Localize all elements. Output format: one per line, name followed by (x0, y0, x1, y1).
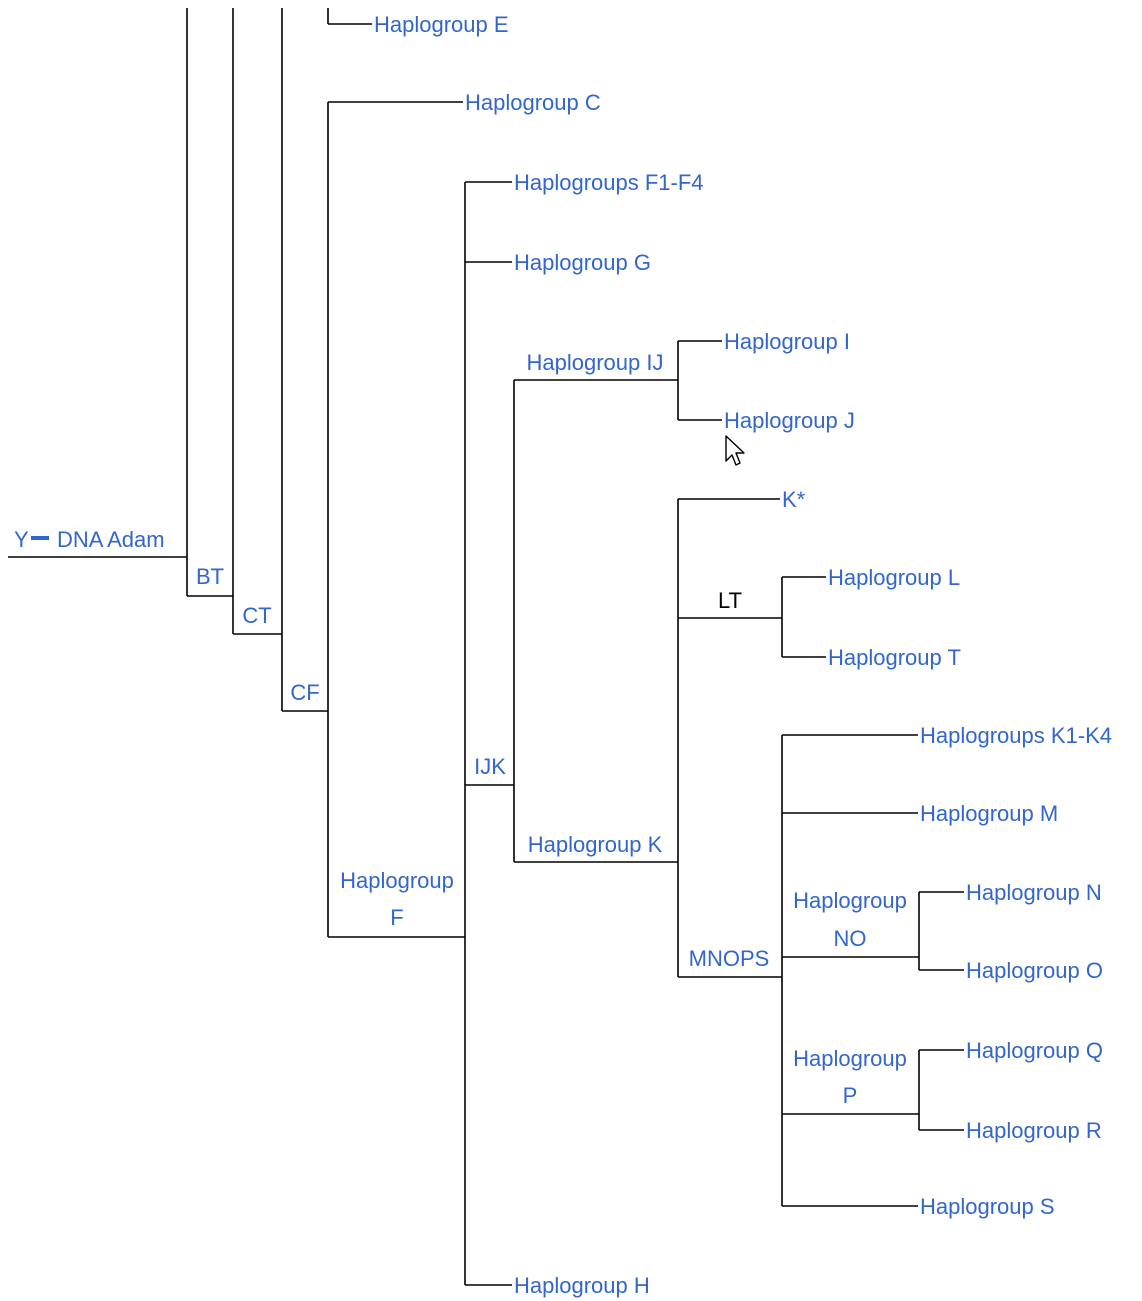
leaf-label-i[interactable]: Haplogroup I (724, 329, 850, 354)
node-label-cf[interactable]: CF (290, 680, 319, 705)
node-label-k[interactable]: Haplogroup K (528, 832, 663, 857)
leaf-label-g[interactable]: Haplogroup G (514, 250, 651, 275)
node-label-f-line2[interactable]: F (390, 905, 403, 930)
node-label-mnops[interactable]: MNOPS (689, 946, 770, 971)
node-label-ijk[interactable]: IJK (474, 754, 506, 779)
node-label-f-line1[interactable]: Haplogroup (340, 868, 454, 893)
node-label-ij[interactable]: Haplogroup IJ (527, 350, 664, 375)
tree-edges (8, 8, 964, 1286)
leaf-label-n[interactable]: Haplogroup N (966, 880, 1102, 905)
node-label-lt: LT (718, 588, 742, 613)
node-label-ct[interactable]: CT (242, 603, 271, 628)
leaf-label-h[interactable]: Haplogroup H (514, 1273, 650, 1298)
leaf-label-kstar[interactable]: K* (782, 487, 806, 512)
leaf-label-f1f4[interactable]: Haplogroups F1-F4 (514, 170, 704, 195)
arrow-cursor-icon (725, 435, 745, 466)
node-label-p-line2[interactable]: P (843, 1083, 858, 1108)
leaf-label-e[interactable]: Haplogroup E (374, 12, 509, 37)
root-label-prefix[interactable]: Y (14, 527, 29, 552)
leaf-label-r[interactable]: Haplogroup R (966, 1118, 1102, 1143)
leaf-label-o[interactable]: Haplogroup O (966, 958, 1103, 983)
leaf-label-t[interactable]: Haplogroup T (828, 645, 961, 670)
root-label[interactable]: DNA Adam (57, 527, 165, 552)
leaf-label-l[interactable]: Haplogroup L (828, 565, 960, 590)
node-label-no-line1[interactable]: Haplogroup (793, 888, 907, 913)
node-label-no-line2[interactable]: NO (834, 926, 867, 951)
leaf-label-s[interactable]: Haplogroup S (920, 1194, 1055, 1219)
node-label-p-line1[interactable]: Haplogroup (793, 1046, 907, 1071)
leaf-label-c[interactable]: Haplogroup C (465, 90, 601, 115)
leaf-label-k1k4[interactable]: Haplogroups K1-K4 (920, 723, 1112, 748)
node-label-bt[interactable]: BT (196, 564, 224, 589)
leaf-label-q[interactable]: Haplogroup Q (966, 1038, 1103, 1063)
leaf-label-m[interactable]: Haplogroup M (920, 801, 1058, 826)
leaf-label-j[interactable]: Haplogroup J (724, 408, 855, 433)
root-label-dash (31, 536, 49, 540)
